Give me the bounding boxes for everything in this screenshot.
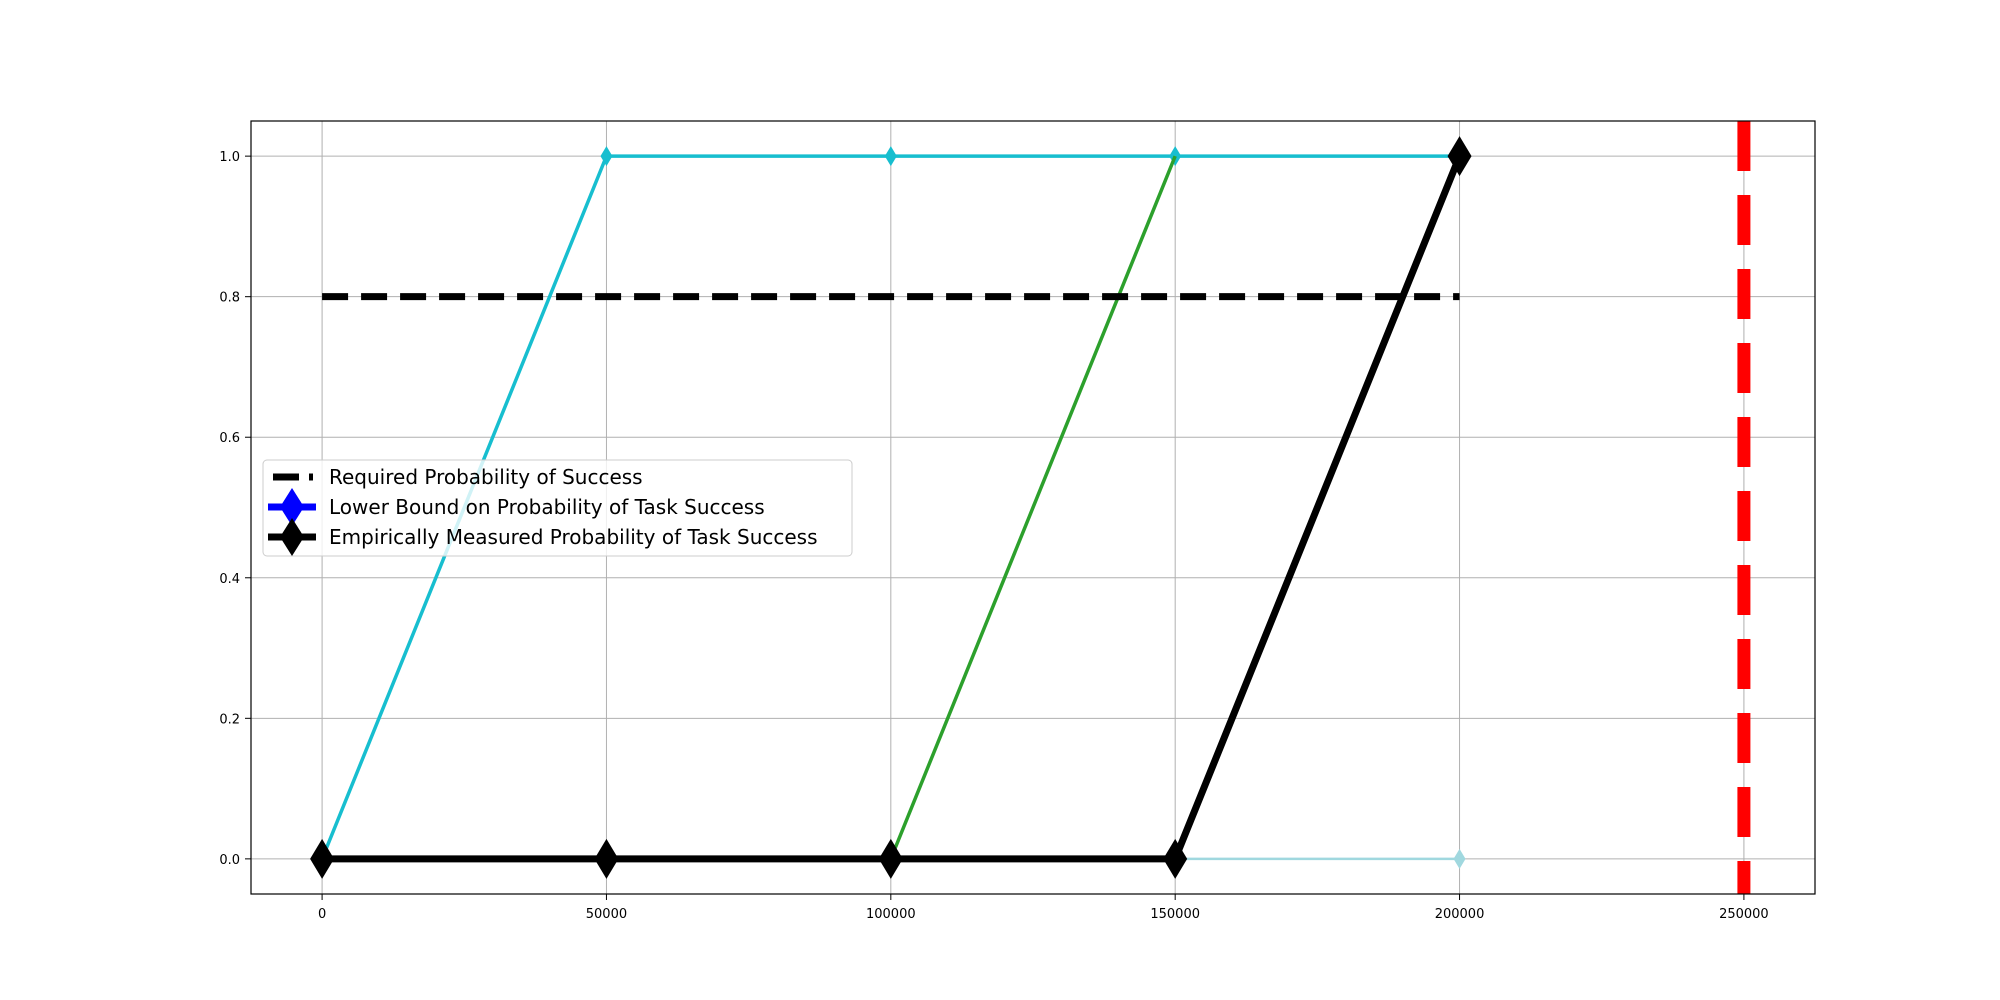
legend-label-empirical: Empirically Measured Probability of Task… <box>329 525 818 549</box>
legend-box <box>262 459 853 557</box>
series-line-2 <box>889 155 1177 860</box>
series-point-4 <box>1163 838 1188 879</box>
y-tick-label: 0.2 <box>219 712 240 727</box>
y-tick-label: 1.0 <box>219 150 240 165</box>
legend: Required Probability of Success Lower Bo… <box>262 459 853 557</box>
series-point-4 <box>310 838 335 879</box>
x-tick-label: 100000 <box>866 907 916 922</box>
x-tick-label: 200000 <box>1435 907 1485 922</box>
series-point-0 <box>1453 848 1466 869</box>
plot-frame <box>250 120 1816 895</box>
series-point-4 <box>594 838 619 879</box>
y-axis-ticks: 0.0 0.2 0.4 0.6 0.8 1.0 <box>219 150 251 868</box>
x-tick-label: 150000 <box>1150 907 1200 922</box>
series-point-4 <box>878 838 903 879</box>
x-tick-label: 0 <box>318 907 326 922</box>
x-tick-label: 250000 <box>1719 907 1769 922</box>
series-point-1 <box>884 146 897 167</box>
x-axis-ticks: 0 50000 100000 150000 200000 250000 <box>318 894 1769 922</box>
legend-label-lower-bound: Lower Bound on Probability of Task Succe… <box>329 495 765 519</box>
y-tick-label: 0.4 <box>219 572 240 587</box>
y-tick-label: 0.0 <box>219 853 240 868</box>
legend-marker-empirical <box>280 518 304 556</box>
y-tick-label: 0.8 <box>219 291 240 306</box>
y-tick-label: 0.6 <box>219 431 240 446</box>
x-tick-label: 50000 <box>586 907 627 922</box>
legend-marker-lower-bound <box>280 488 304 526</box>
series-layer <box>310 136 1472 879</box>
legend-label-required: Required Probability of Success <box>329 465 643 489</box>
series-point-4 <box>1447 136 1472 177</box>
series-point-1 <box>600 146 613 167</box>
